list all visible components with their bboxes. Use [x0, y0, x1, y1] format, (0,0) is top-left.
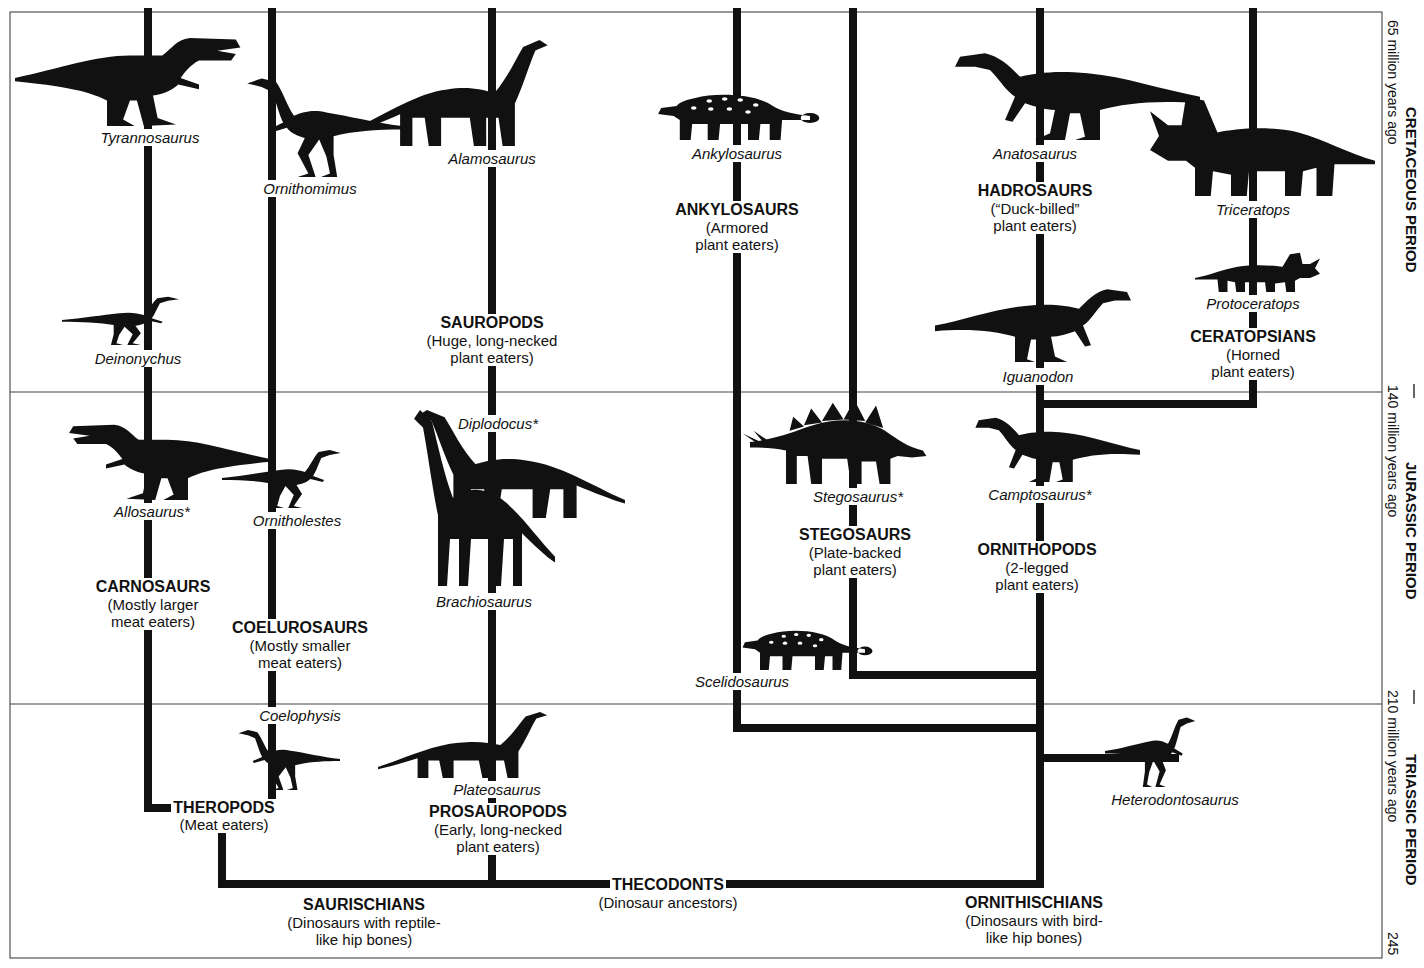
taxon-name: Iguanodon — [1001, 368, 1076, 385]
taxon-name: Protoceratops — [1204, 295, 1301, 312]
taxon-name: Anatosaurus — [991, 145, 1079, 162]
period-name: TRIASSIC PERIOD — [1403, 752, 1420, 888]
coelophysis-figure — [239, 730, 340, 790]
period-tick — [1413, 384, 1415, 398]
frame — [10, 12, 1382, 958]
stegosaurus-figure — [743, 400, 927, 484]
iguanodon-figure — [935, 289, 1131, 362]
group-note: (Mostly smaller meat eaters) — [238, 637, 362, 671]
taxon-name: Allosaurus* — [112, 503, 192, 520]
taxon-name: Stegosaurus* — [811, 488, 905, 505]
ornitholestes-figure — [222, 450, 341, 508]
plateosaurus-figure — [378, 712, 547, 778]
taxon-name: Ankylosaurus — [690, 145, 784, 162]
taxon-name: Ornithomimus — [261, 180, 358, 197]
group-note: (Early, long-necked plant eaters) — [419, 821, 578, 855]
deinonychus-figure — [62, 297, 179, 345]
ankylosaurus-figure — [658, 95, 819, 140]
group-note: (“Duck-billed” plant eaters) — [973, 200, 1097, 234]
tree-lines — [148, 12, 1253, 884]
group-name: COELUROSAURS — [230, 619, 370, 637]
group-note: (Mostly larger meat eaters) — [96, 596, 210, 630]
taxon-name: Tyrannosaurus — [99, 129, 202, 146]
group-name: PROSAUROPODS — [427, 803, 569, 821]
period-name: CRETACEOUS PERIOD — [1403, 105, 1420, 275]
taxon-name: Plateosaurus — [451, 781, 543, 798]
group-note: (Huge, long-necked plant eaters) — [413, 332, 572, 366]
period-boundary — [10, 703, 1382, 704]
group-note: (Dinosaurs with bird-like hip bones) — [957, 912, 1111, 946]
group-note: (2-legged plant eaters) — [989, 559, 1085, 593]
taxon-name: Diplodocus* — [456, 415, 540, 432]
group-name: ANKYLOSAURS — [673, 201, 801, 219]
time-mark: 65 million years ago — [1384, 18, 1401, 147]
taxon-name: Triceratops — [1214, 201, 1292, 218]
group-name: CARNOSAURS — [94, 578, 213, 596]
period-name: JURASSIC PERIOD — [1403, 460, 1420, 602]
group-name: SAUROPODS — [438, 314, 545, 332]
taxon-name: Scelidosaurus — [693, 673, 791, 690]
group-name: CERATOPSIANS — [1188, 328, 1318, 346]
group-name: STEGOSAURS — [797, 526, 913, 544]
group-note: (Horned plant eaters) — [1207, 346, 1299, 380]
tyrannosaurus-figure — [15, 38, 240, 126]
group-name: ORNITHISCHIANS — [963, 894, 1105, 912]
period-boundary — [10, 391, 1382, 392]
period-tick — [1413, 690, 1415, 704]
group-name: SAURISCHIANS — [301, 896, 427, 914]
alamosaurus-figure — [355, 40, 548, 146]
taxon-name: Coelophysis — [257, 707, 343, 724]
taxon-name: Deinonychus — [93, 350, 184, 367]
group-name: HADROSAURS — [976, 182, 1095, 200]
time-mark: 210 million years ago — [1384, 688, 1401, 824]
group-name: ORNITHOPODS — [975, 541, 1098, 559]
group-note: (Meat eaters) — [177, 816, 270, 833]
heterodontosaurus-figure — [1105, 717, 1195, 787]
group-name: THECODONTS — [610, 876, 726, 894]
allosaurus-figure — [69, 425, 270, 500]
taxon-name: Camptosaurus* — [986, 486, 1093, 503]
brachiosaurus-figure — [414, 410, 555, 586]
scelidosaurus-figure — [743, 631, 873, 670]
ornithomimus-figure — [247, 78, 402, 177]
group-note: (Armored plant eaters) — [688, 219, 787, 253]
taxon-name: Brachiosaurus — [434, 593, 534, 610]
taxon-name: Heterodontosaurus — [1109, 791, 1241, 808]
group-note: (Dinosaur ancestors) — [596, 894, 739, 911]
group-note: (Plate-backed plant eaters) — [797, 544, 913, 578]
time-mark: 245 — [1384, 930, 1401, 957]
group-name: THEROPODS — [171, 799, 276, 817]
time-mark: 140 million years ago — [1384, 383, 1401, 519]
taxon-name: Ornitholestes — [251, 512, 343, 529]
group-note: (Dinosaurs with reptile-like hip bones) — [282, 914, 446, 948]
triceratops-figure — [1150, 97, 1375, 196]
taxon-name: Alamosaurus — [446, 150, 538, 167]
dinosaurs — [15, 38, 1375, 790]
camptosaurus-figure — [975, 418, 1140, 482]
protoceratops-figure — [1195, 253, 1320, 292]
